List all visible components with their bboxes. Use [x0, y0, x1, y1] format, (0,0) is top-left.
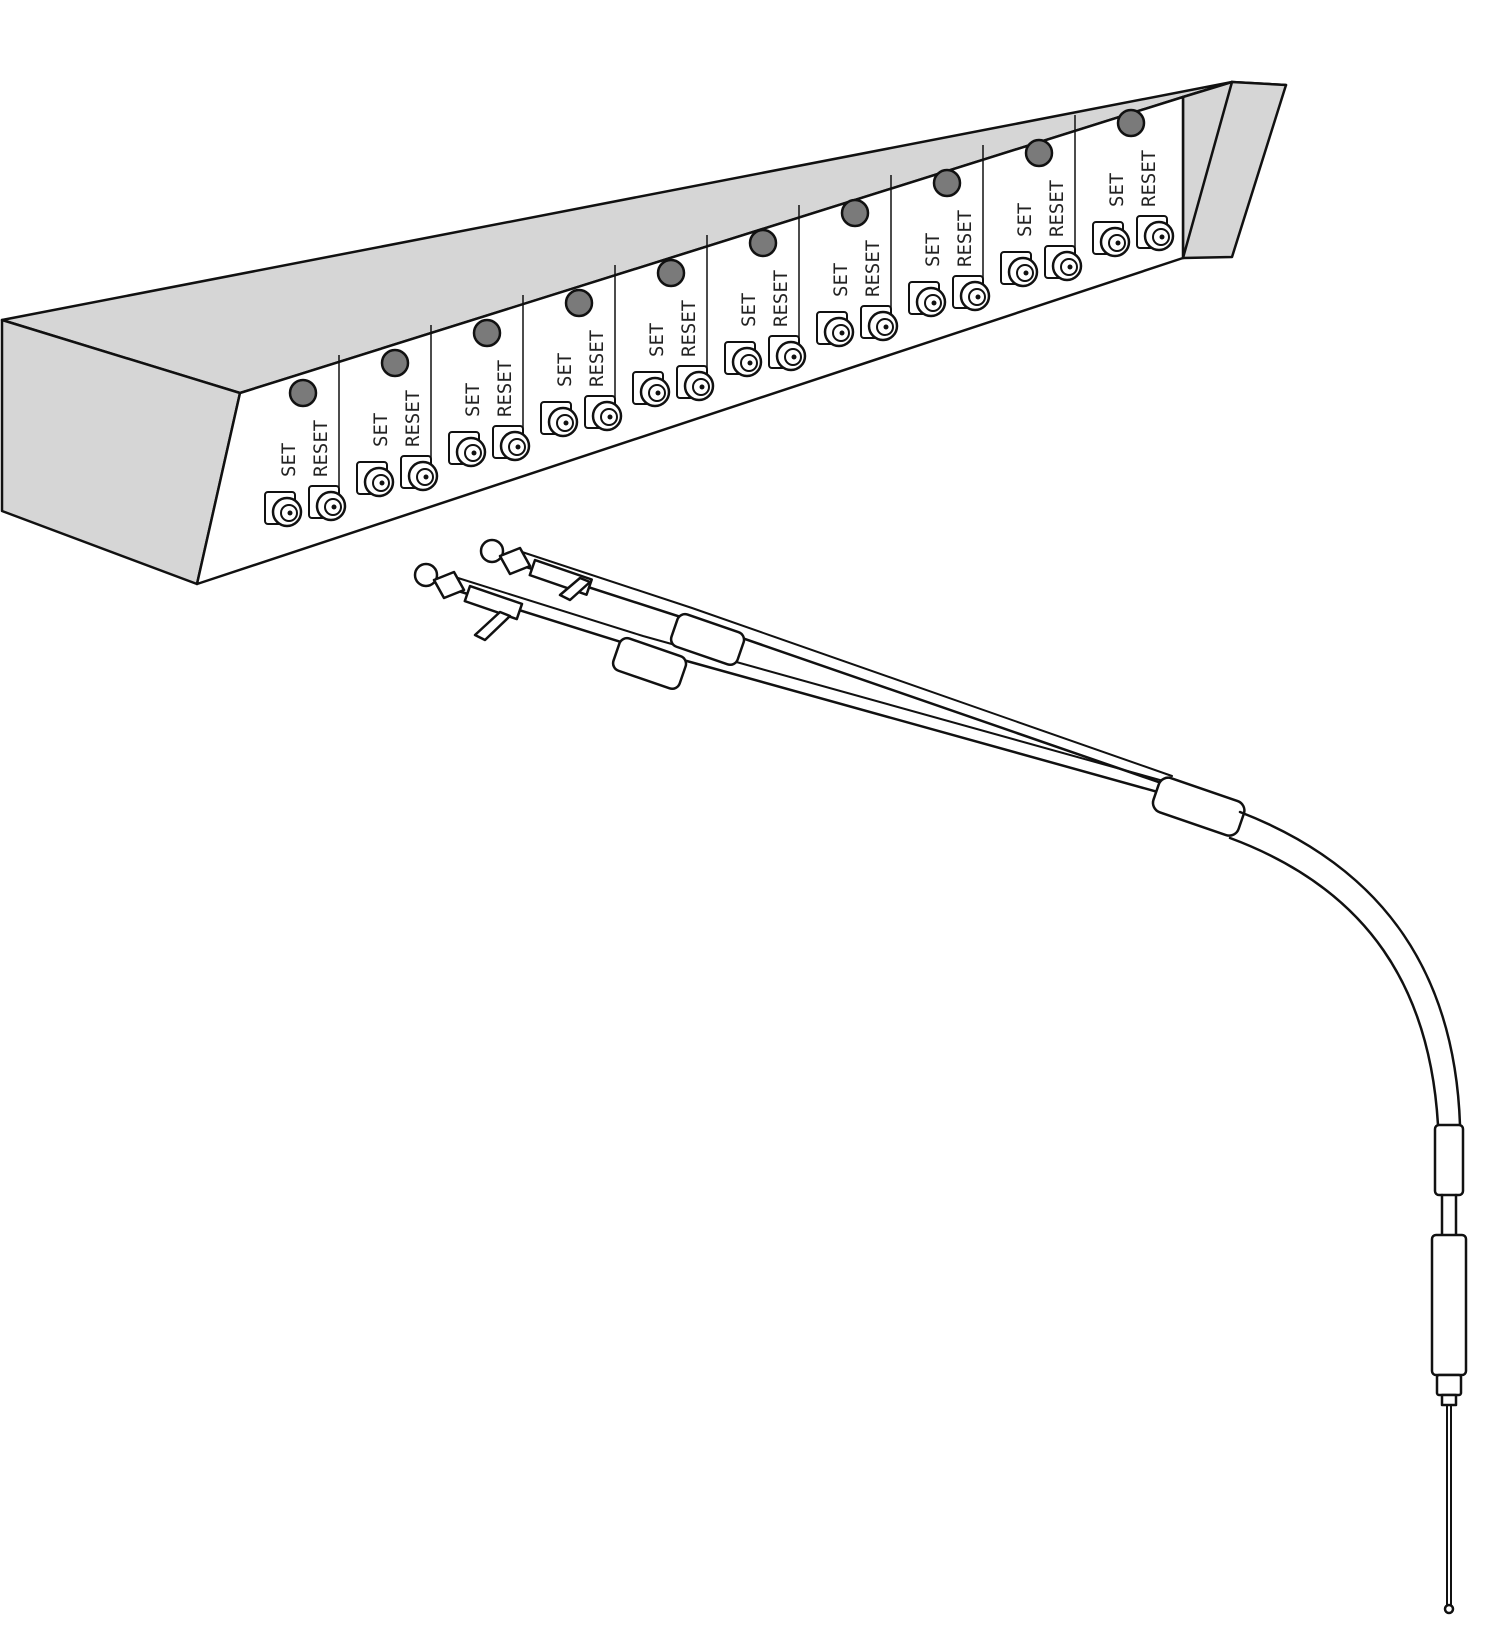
port-core: [563, 420, 569, 426]
reset-label: RESET: [1046, 180, 1068, 237]
status-led: [288, 378, 318, 408]
set-label: SET: [462, 383, 484, 417]
reset-label: RESET: [586, 330, 608, 387]
module-slot: SET RESET: [522, 288, 623, 438]
set-port: [1000, 251, 1039, 288]
reset-label: RESET: [770, 270, 792, 327]
set-port: [448, 431, 487, 468]
port-core: [331, 504, 337, 510]
reset-port: [860, 305, 899, 342]
reset-label: RESET: [862, 240, 884, 297]
fiber-lead-upper: [518, 563, 1172, 788]
reset-label: RESET: [954, 210, 976, 267]
inline-ferrule-2: [1430, 1233, 1468, 1377]
port-core: [975, 294, 981, 300]
port-core: [839, 330, 845, 336]
module-slot: SET RESET: [798, 198, 899, 348]
probe-lead: [1446, 1404, 1452, 1606]
port-core: [423, 474, 429, 480]
reset-port: [492, 425, 531, 462]
set-port: [632, 371, 671, 408]
port-core: [655, 390, 661, 396]
reset-label: RESET: [1138, 150, 1160, 207]
status-led: [932, 168, 962, 198]
port-core: [515, 444, 521, 450]
reset-label: RESET: [678, 300, 700, 357]
set-port: [264, 491, 303, 528]
port-core: [1023, 270, 1029, 276]
status-led: [564, 288, 594, 318]
reset-port: [768, 335, 807, 372]
boot-lower: [611, 636, 688, 691]
port-core: [883, 324, 889, 330]
reset-port: [952, 275, 991, 312]
fiber-lead-lower: [453, 588, 1167, 796]
module-slot: SET RESET: [430, 318, 531, 468]
port-core: [699, 384, 705, 390]
port-core: [607, 414, 613, 420]
reset-label: RESET: [402, 390, 424, 447]
module-slots: SET RESET SET RESET SET RESET SET RESET SET RESET…: [264, 108, 1175, 528]
module-slot: SET RESET: [890, 168, 991, 318]
status-led: [1024, 138, 1054, 168]
chassis: [0, 80, 1288, 586]
port-core: [471, 450, 477, 456]
port-core: [1159, 234, 1165, 240]
set-port: [816, 311, 855, 348]
set-port: [1092, 221, 1131, 258]
module-slot: SET RESET: [264, 378, 347, 528]
status-led: [472, 318, 502, 348]
port-core: [287, 510, 293, 516]
set-port: [540, 401, 579, 438]
reset-label: RESET: [494, 360, 516, 417]
module-slot: SET RESET: [706, 228, 807, 378]
reset-port: [584, 395, 623, 432]
reset-port: [1044, 245, 1083, 282]
reset-label: RESET: [310, 420, 332, 477]
set-port: [724, 341, 763, 378]
chassis-front-edge: [1181, 80, 1288, 260]
status-led: [840, 198, 870, 228]
module-slot: SET RESET: [614, 258, 715, 408]
set-label: SET: [922, 233, 944, 267]
status-led: [656, 258, 686, 288]
splitter-sleeve: [1151, 776, 1246, 837]
connector-upper: [479, 538, 593, 602]
set-label: SET: [646, 323, 668, 357]
set-label: SET: [1106, 173, 1128, 207]
boot-upper: [669, 612, 746, 667]
status-led: [380, 348, 410, 378]
set-label: SET: [554, 353, 576, 387]
status-led: [748, 228, 778, 258]
module-slot: SET RESET: [982, 138, 1083, 288]
set-label: SET: [278, 443, 300, 477]
inline-tip: [1435, 1373, 1463, 1407]
inline-ferrule-1: [1433, 1123, 1465, 1197]
reset-port: [308, 485, 347, 522]
reset-port: [1136, 215, 1175, 252]
reset-port: [400, 455, 439, 492]
set-port: [356, 461, 395, 498]
set-port: [908, 281, 947, 318]
set-label: SET: [370, 413, 392, 447]
port-core: [379, 480, 385, 486]
port-core: [791, 354, 797, 360]
set-label: SET: [830, 263, 852, 297]
fiber-pigtail-assembly: [413, 538, 1468, 1615]
set-label: SET: [738, 293, 760, 327]
module-slot: SET RESET: [1074, 108, 1175, 258]
module-slot: SET RESET: [338, 348, 439, 498]
port-core: [1067, 264, 1073, 270]
port-core: [1115, 240, 1121, 246]
port-core: [931, 300, 937, 306]
set-label: SET: [1014, 203, 1036, 237]
port-core: [747, 360, 753, 366]
main-cable: [1238, 810, 1462, 1127]
connector-lower: [413, 562, 524, 642]
status-led: [1116, 108, 1146, 138]
reset-port: [676, 365, 715, 402]
